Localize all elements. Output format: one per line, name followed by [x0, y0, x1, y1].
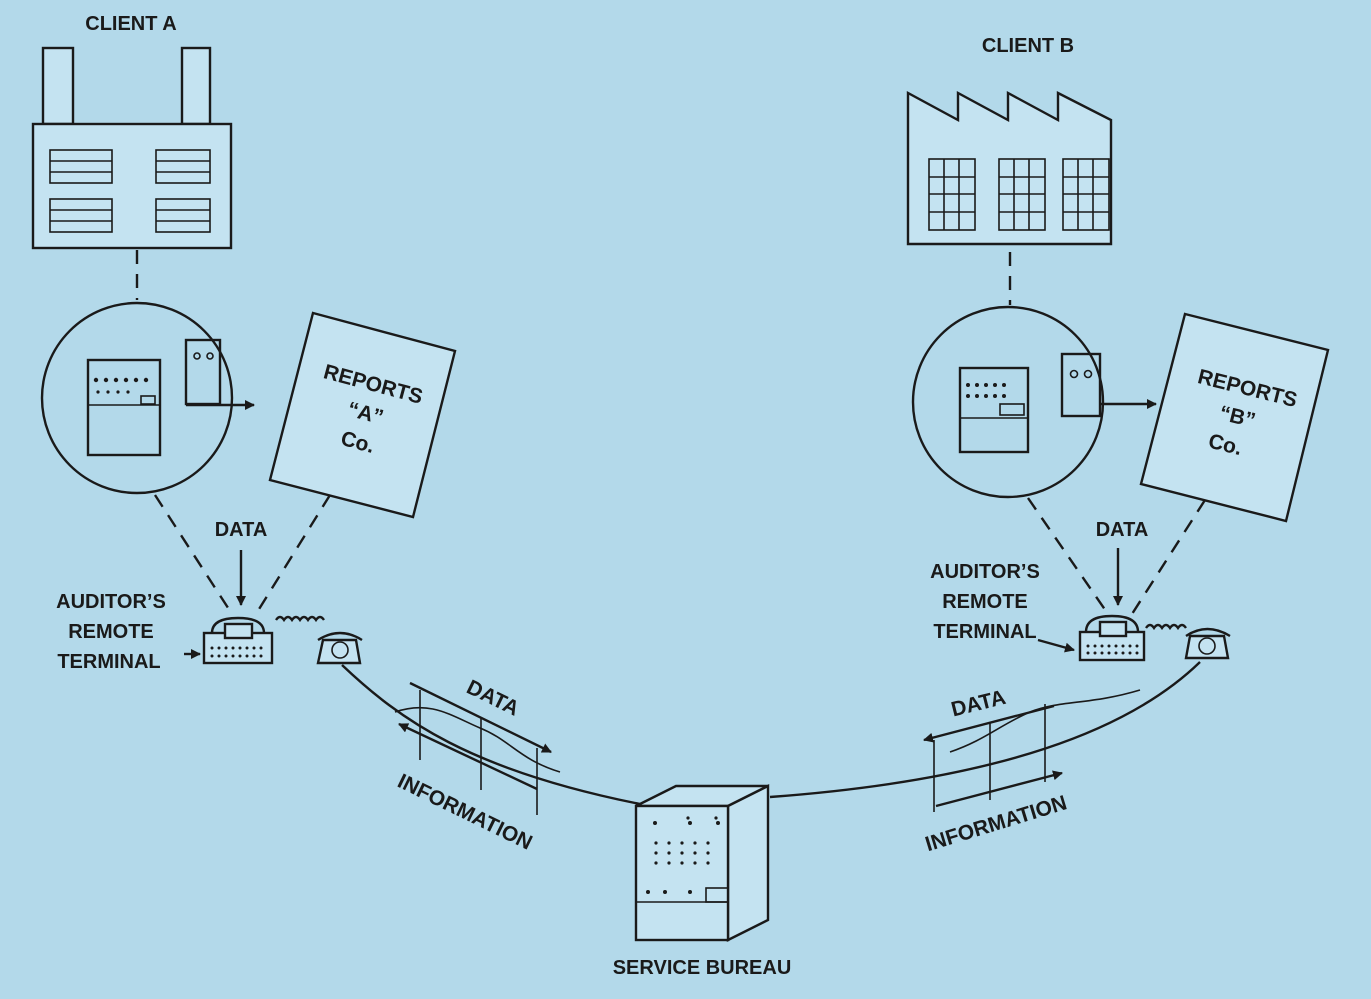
report-a-sheet: REPORTS “A” Co.: [270, 313, 455, 517]
service-bureau-computer-icon: [636, 786, 768, 940]
data-b-label: DATA: [1096, 519, 1149, 541]
phone-a-icon: [318, 633, 362, 663]
data-a-label: DATA: [215, 519, 268, 541]
report-a-to-terminal-line: [256, 495, 330, 614]
phone-b-icon: [1186, 629, 1230, 658]
terminal-b-pointer: [1038, 640, 1074, 650]
client-b-computer-icon: [913, 307, 1103, 497]
link-b-lines: [770, 662, 1200, 812]
client-a-computer-icon: [42, 303, 232, 493]
computer-b-to-terminal-line: [1028, 498, 1108, 614]
terminal-b-label-line3: TERMINAL: [933, 621, 1036, 643]
client-a-label: CLIENT A: [85, 13, 176, 35]
terminal-a-label-line1: AUDITOR’S: [56, 591, 166, 613]
service-bureau-label: SERVICE BUREAU: [613, 957, 792, 979]
report-b-sheet: REPORTS “B” Co.: [1141, 314, 1328, 521]
terminal-a-coil-cord: [276, 617, 324, 620]
terminal-a-label-line3: TERMINAL: [57, 651, 160, 673]
client-a-factory-icon: [33, 48, 231, 248]
terminal-a-label-line2: REMOTE: [68, 621, 154, 643]
terminal-b-coil-cord: [1146, 625, 1186, 628]
terminal-b-icon: [1080, 616, 1144, 660]
terminal-a-icon: [204, 618, 272, 663]
computer-a-to-terminal-line: [155, 495, 232, 614]
terminal-b-label-line1: AUDITOR’S: [930, 561, 1040, 583]
client-b-label: CLIENT B: [982, 35, 1074, 57]
data-b-link-label: DATA: [949, 686, 1008, 722]
report-b-to-terminal-line: [1132, 500, 1205, 614]
client-b-factory-icon: [908, 93, 1111, 244]
info-b-link-label: INFORMATION: [923, 791, 1070, 856]
info-a-link-label: INFORMATION: [394, 770, 536, 855]
terminal-b-label-line2: REMOTE: [942, 591, 1028, 613]
